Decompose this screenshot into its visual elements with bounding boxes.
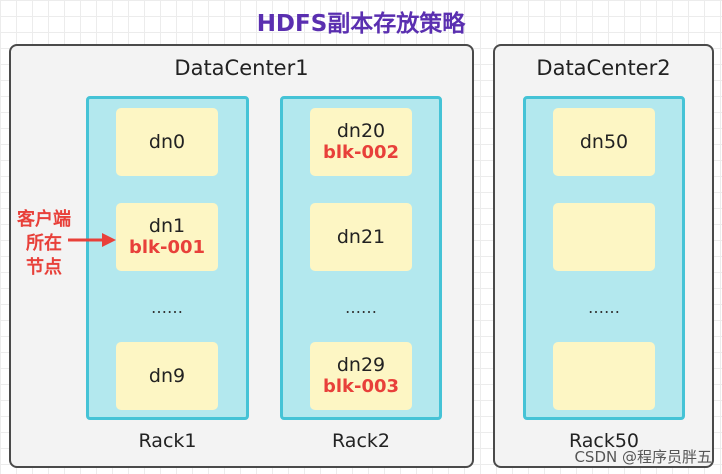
node-name: dn0 (148, 131, 186, 153)
node-name: dn21 (336, 226, 386, 248)
block-label: blk-002 (322, 142, 400, 163)
rack-1-label: Rack1 (138, 430, 197, 452)
ellipsis: …… (345, 298, 377, 317)
rack-50-label: Rack50 (568, 430, 640, 452)
node-dn20: dn20 blk-002 (310, 108, 412, 176)
diagram-title: HDFS副本存放策略 (256, 11, 466, 37)
node-empty (553, 203, 655, 271)
client-label-line: 节点 (26, 257, 62, 278)
node-dn9: dn9 (116, 342, 218, 410)
block-label: blk-001 (128, 237, 206, 258)
block-label: blk-003 (322, 376, 400, 397)
node-dn21: dn21 (310, 203, 412, 271)
node-name: dn1 (148, 215, 186, 237)
node-dn50: dn50 (553, 108, 655, 176)
node-name: dn29 (336, 354, 386, 376)
client-label-line: 客户端 (17, 209, 71, 230)
ellipsis: …… (588, 298, 620, 317)
watermark: CSDN @程序员胖五 (574, 448, 712, 466)
node-name: dn9 (148, 365, 186, 387)
datacenter-1-label: DataCenter1 (174, 56, 309, 80)
node-dn1: dn1 blk-001 (116, 203, 218, 271)
node-dn29: dn29 blk-003 (310, 342, 412, 410)
client-label-line: 所在 (26, 233, 62, 254)
ellipsis: …… (151, 298, 183, 317)
node-name: dn20 (336, 120, 386, 142)
node-empty (553, 342, 655, 410)
client-node-label: 客户端 所在 节点 (12, 208, 76, 280)
rack-2-label: Rack2 (332, 430, 390, 452)
node-dn0: dn0 (116, 108, 218, 176)
node-name: dn50 (579, 131, 629, 153)
datacenter-2-label: DataCenter2 (536, 56, 671, 80)
client-arrow-icon (68, 233, 116, 247)
